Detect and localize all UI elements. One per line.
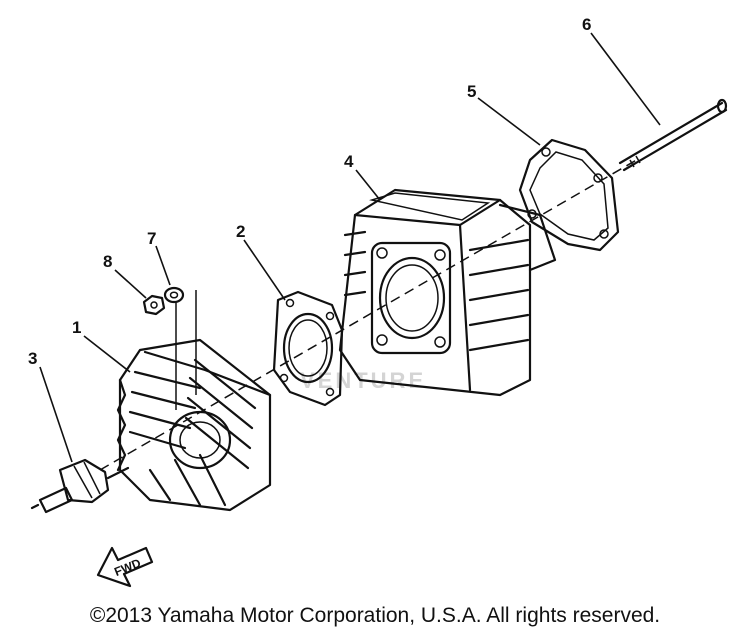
forward-arrow-icon: FWD (96, 546, 154, 588)
callout-6: 6 (582, 15, 591, 34)
callout-8: 8 (103, 252, 112, 271)
leader-lines (39, 32, 661, 463)
callout-2: 2 (236, 222, 245, 241)
part-7-washer (163, 286, 185, 304)
part-8-nut (142, 294, 166, 316)
callout-7: 7 (147, 229, 156, 248)
part-5-base-gasket (518, 138, 620, 252)
assembly-axis-line (99, 157, 641, 471)
part-6-stud-bolt (618, 98, 728, 172)
callout-3: 3 (28, 349, 37, 368)
part-2-head-gasket (272, 290, 344, 407)
part-1-cylinder-head (116, 290, 272, 512)
callout-4: 4 (344, 152, 354, 171)
part-4-cylinder (338, 188, 557, 397)
callout-1: 1 (72, 318, 81, 337)
copyright-text: ©2013 Yamaha Motor Corporation, U.S.A. A… (89, 604, 661, 627)
callout-5: 5 (467, 82, 476, 101)
part-3-spark-plug (30, 458, 130, 514)
